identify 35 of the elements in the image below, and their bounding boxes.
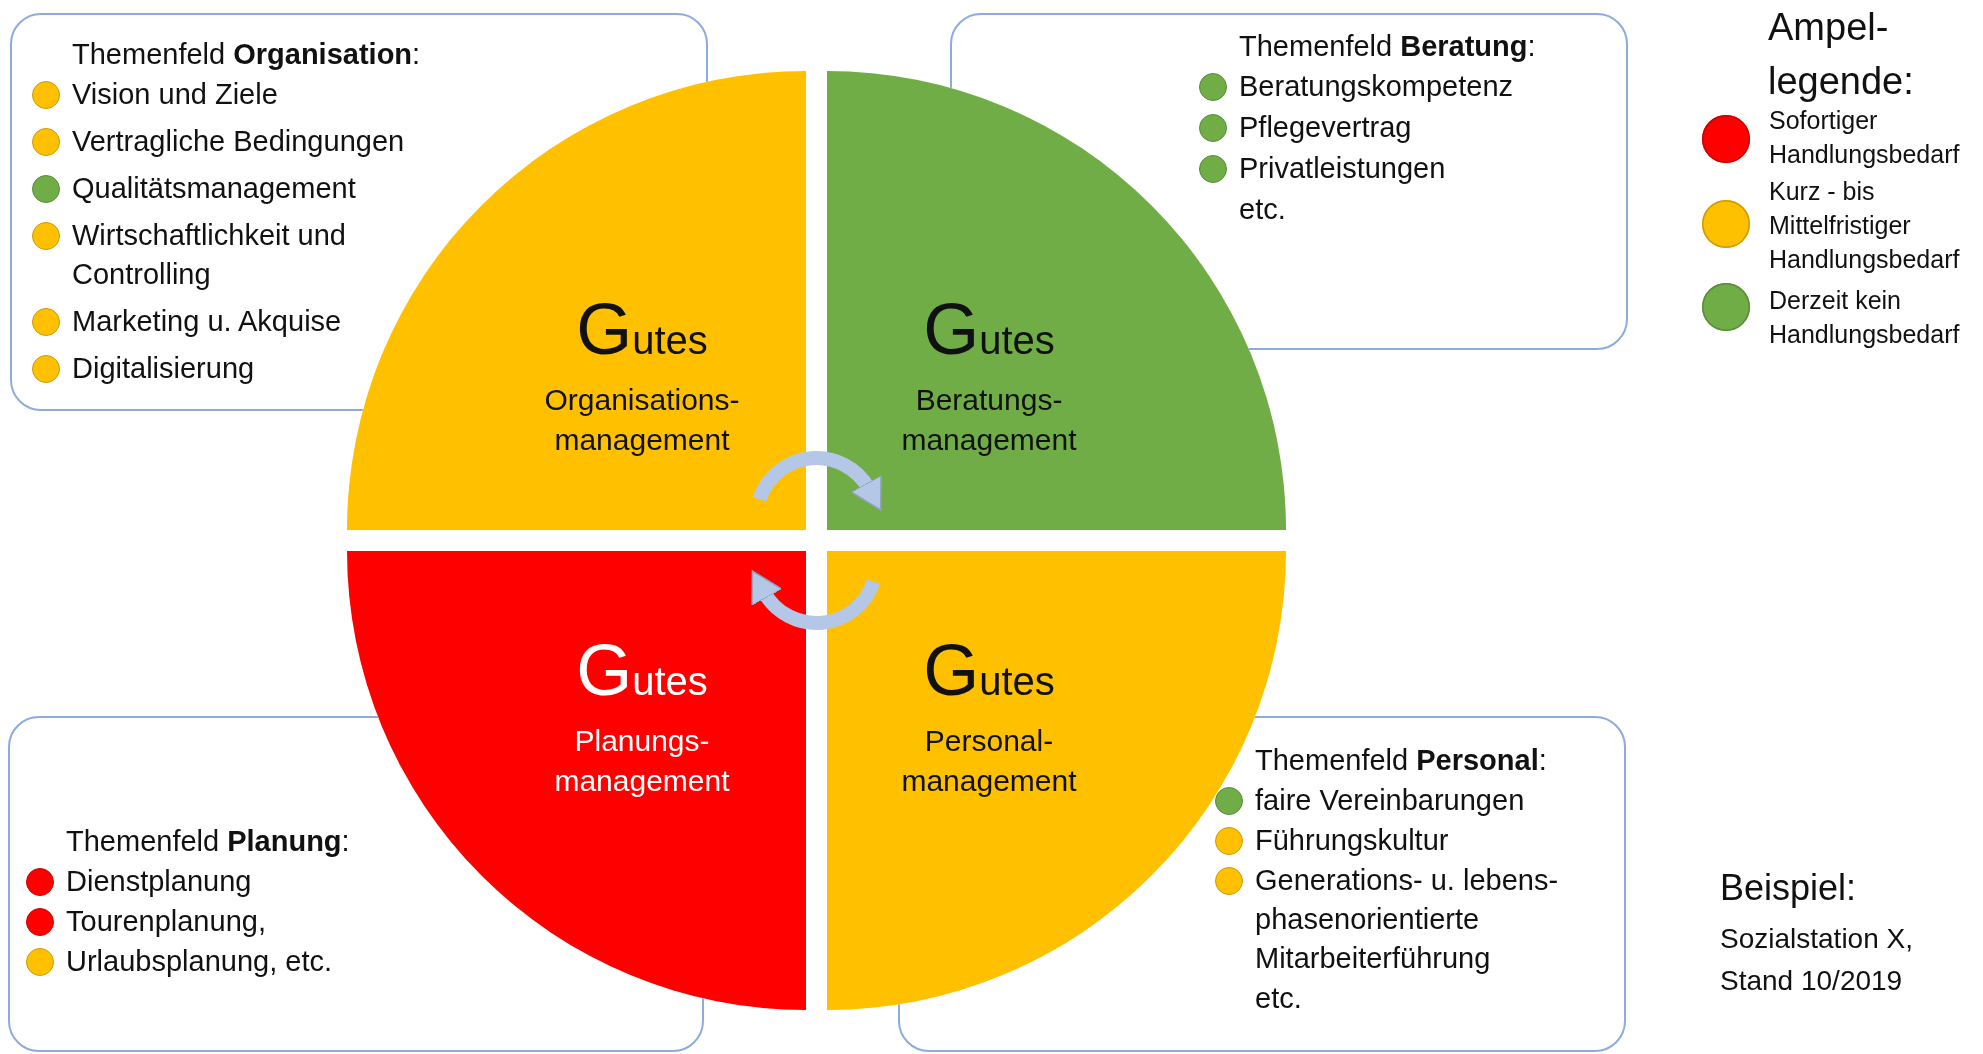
topic-label: Wirtschaftlichkeit und Controlling	[72, 219, 346, 290]
panel-heading: Themenfeld Personal:	[1255, 743, 1548, 778]
legend-label: Derzeit kein Handlungsbedarf	[1769, 285, 1961, 350]
topic-label: Vertragliche Bedingungen	[72, 125, 405, 157]
panel-heading: Themenfeld Beratung:	[1239, 29, 1536, 64]
topic-label: Führungskultur	[1255, 824, 1449, 856]
topic-label: Qualitätsmanagement	[72, 172, 356, 204]
topic-label: etc.	[1239, 193, 1286, 225]
panel-heading: Themenfeld Planung:	[66, 824, 350, 859]
topic-label: Digitalisierung	[72, 352, 255, 384]
topic-label: Privatleistungen	[1239, 152, 1446, 184]
segment-label: Beratungs- management	[900, 382, 1078, 458]
example-heading: Beispiel:	[1720, 866, 1858, 910]
topic-label: Marketing u. Akquise	[72, 305, 342, 337]
segment-title: Gutes	[923, 289, 1055, 371]
segment-title: Gutes	[576, 289, 708, 371]
topic-label: Tourenplanung,	[66, 905, 266, 937]
example-note: Sozialstation X, Stand 10/2019	[1720, 922, 1914, 998]
legend-heading: Ampel- legende:	[1768, 5, 1915, 104]
panel-heading: Themenfeld Organisation:	[72, 37, 421, 72]
segment-label: Planungs- management	[553, 723, 731, 799]
legend-label: Sofortiger Handlungsbedarf	[1769, 105, 1961, 170]
segment-label: Personal- management	[900, 723, 1078, 799]
segment-label: Organisations- management	[543, 382, 741, 458]
segment-title: Gutes	[923, 630, 1055, 712]
cycle-arrow	[753, 451, 883, 510]
topic-label: Urlaubsplanung, etc.	[66, 945, 332, 977]
topic-label: Pflegevertrag	[1239, 111, 1412, 143]
topic-label: Beratungskompetenz	[1239, 70, 1514, 102]
topic-label: Dienstplanung	[66, 865, 252, 897]
topic-label: etc.	[1255, 982, 1302, 1014]
legend-label: Kurz - bis Mittelfristiger Handlungsbedarf	[1769, 176, 1961, 275]
segment-title: Gutes	[576, 630, 708, 712]
topic-label: Vision und Ziele	[72, 78, 278, 110]
topic-label: faire Vereinbarungen	[1255, 784, 1525, 816]
